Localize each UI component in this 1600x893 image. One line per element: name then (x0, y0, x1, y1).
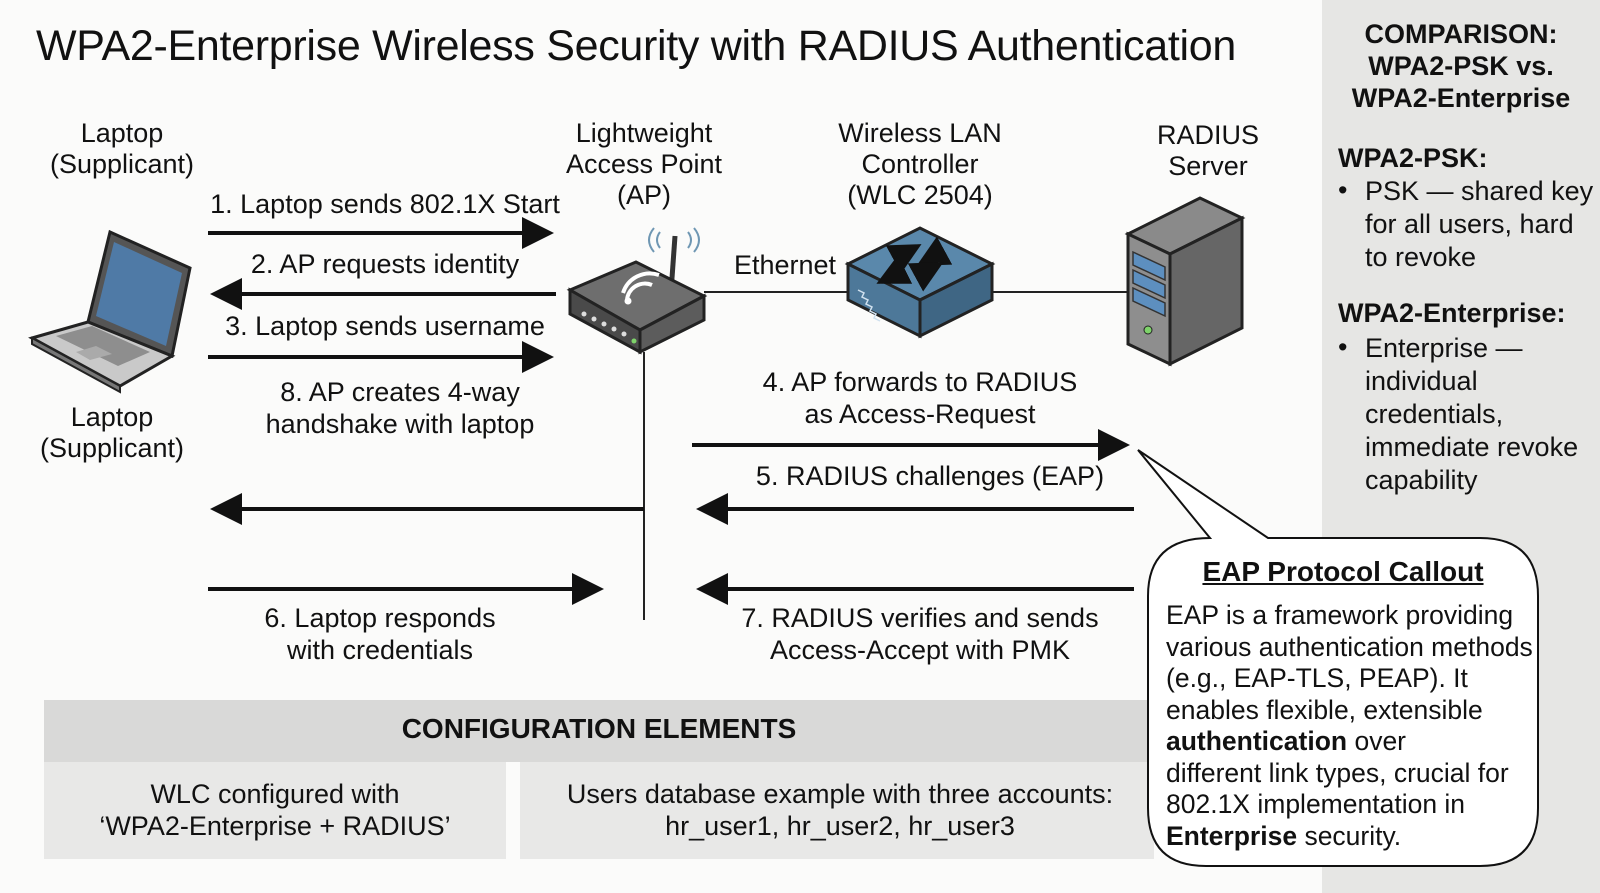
step-1-label: 1. Laptop sends 802.1X Start (210, 189, 560, 219)
callout-line: EAP is a framework providing (1166, 600, 1514, 630)
step-line: with credentials (286, 635, 474, 665)
bullet-icon: • (1338, 175, 1348, 205)
label-line: Wireless LAN (838, 118, 1002, 148)
label-line: Lightweight (575, 118, 713, 148)
step-line: 8. AP creates 4-way (280, 377, 520, 407)
title-line: WPA2-PSK vs. (1368, 51, 1554, 81)
eap-callout-body: EAP is a framework providing various aut… (1166, 600, 1536, 852)
config-users-database: Users database example with three accoun… (540, 778, 1140, 842)
step-line: handshake with laptop (265, 409, 535, 439)
label-line: Controller (861, 149, 979, 179)
label-line: (WLC 2504) (847, 180, 993, 210)
title-line: WPA2-Enterprise (1351, 83, 1571, 113)
title-line: COMPARISON: (1364, 19, 1558, 49)
step-line: 7. RADIUS verifies and sends (741, 603, 1099, 633)
label-line: Access Point (565, 149, 723, 179)
wlc-switch-icon (844, 226, 996, 339)
desc-line: immediate revoke (1365, 432, 1579, 462)
config-cell-left-bg (44, 762, 506, 859)
label-line: (AP) (617, 180, 671, 210)
cfg-line: hr_user1, hr_user2, hr_user3 (665, 811, 1015, 841)
callout-text: security. (1297, 820, 1402, 851)
step-5-label: 5. RADIUS challenges (EAP) (755, 461, 1105, 491)
laptop-bottom-label: Laptop (Supplicant) (32, 402, 192, 464)
callout-line: 802.1X implementation in (1166, 789, 1466, 819)
desc-line: for all users, hard (1365, 209, 1574, 239)
step-6-label: 6. Laptop responds with credentials (200, 602, 560, 666)
desc-line: credentials, (1365, 399, 1504, 429)
step-2-label: 2. AP requests identity (250, 249, 520, 279)
callout-line: enables flexible, extensible (1166, 694, 1483, 725)
wlc-label: Wireless LAN Controller (WLC 2504) (830, 118, 1010, 211)
config-header-bg (44, 700, 1154, 762)
callout-line: authentication over (1166, 726, 1536, 758)
step-line: Access-Accept with PMK (769, 635, 1071, 665)
diagram-title: WPA2-Enterprise Wireless Security with R… (36, 22, 1236, 70)
radius-server-icon (1124, 196, 1246, 367)
ethernet-label: Ethernet (733, 250, 837, 280)
label-line: (Supplicant) (49, 149, 195, 179)
cfg-line: WLC configured with (150, 779, 400, 809)
label-line: (Supplicant) (39, 433, 185, 463)
step-line: 6. Laptop responds (264, 603, 496, 633)
config-cell-right-bg (520, 762, 1154, 859)
psk-heading: WPA2-PSK: (1338, 143, 1488, 173)
cfg-line: ‘WPA2-Enterprise + RADIUS’ (99, 811, 451, 841)
config-title: CONFIGURATION ELEMENTS (401, 713, 797, 744)
callout-line: (e.g., EAP-TLS, PEAP). It (1166, 663, 1468, 693)
eap-callout-bubble (1137, 449, 1539, 867)
laptop-icon (28, 229, 192, 394)
step-line: as Access-Request (804, 399, 1036, 429)
network-links (643, 291, 1128, 620)
access-point-icon (566, 227, 708, 355)
laptop-top-label: Laptop (Supplicant) (42, 118, 202, 180)
callout-line: various authentication methods (1166, 631, 1533, 662)
bullet-icon: • (1338, 332, 1348, 362)
callout-line: Enterprise security. (1166, 821, 1536, 853)
label-line: Server (1168, 151, 1248, 181)
desc-line: individual (1365, 366, 1478, 396)
config-wlc-setting: WLC configured with ‘WPA2-Enterprise + R… (44, 778, 506, 842)
eap-callout-title: EAP Protocol Callout (1202, 556, 1484, 587)
callout-text: over (1347, 726, 1407, 756)
desc-line: capability (1365, 465, 1478, 495)
psk-description: PSK — shared key for all users, hard to … (1365, 175, 1593, 274)
step-4-label: 4. AP forwards to RADIUS as Access-Reque… (720, 366, 1120, 430)
step-7-label: 7. RADIUS verifies and sends Access-Acce… (720, 602, 1120, 666)
enterprise-heading: WPA2-Enterprise: (1338, 298, 1566, 328)
label-line: RADIUS (1156, 120, 1259, 150)
step-8-label: 8. AP creates 4-way handshake with lapto… (220, 376, 580, 440)
bold-term: authentication (1166, 726, 1348, 756)
step-line: 4. AP forwards to RADIUS (762, 367, 1078, 397)
access-point-label: Lightweight Access Point (AP) (554, 118, 734, 211)
bold-term: Enterprise (1166, 820, 1298, 851)
comparison-title: COMPARISON: WPA2-PSK vs. WPA2-Enterprise (1322, 18, 1600, 114)
radius-server-label: RADIUS Server (1128, 120, 1288, 182)
enterprise-description: Enterprise — individual credentials, imm… (1365, 332, 1578, 497)
desc-line: to revoke (1365, 242, 1477, 272)
cfg-line: Users database example with three accoun… (566, 779, 1114, 809)
label-line: Laptop (70, 402, 154, 432)
desc-line: PSK — shared key (1365, 176, 1594, 206)
callout-line: different link types, crucial for (1166, 757, 1509, 788)
step-3-label: 3. Laptop sends username (225, 311, 545, 341)
label-line: Laptop (80, 118, 164, 148)
desc-line: Enterprise — (1365, 333, 1523, 363)
